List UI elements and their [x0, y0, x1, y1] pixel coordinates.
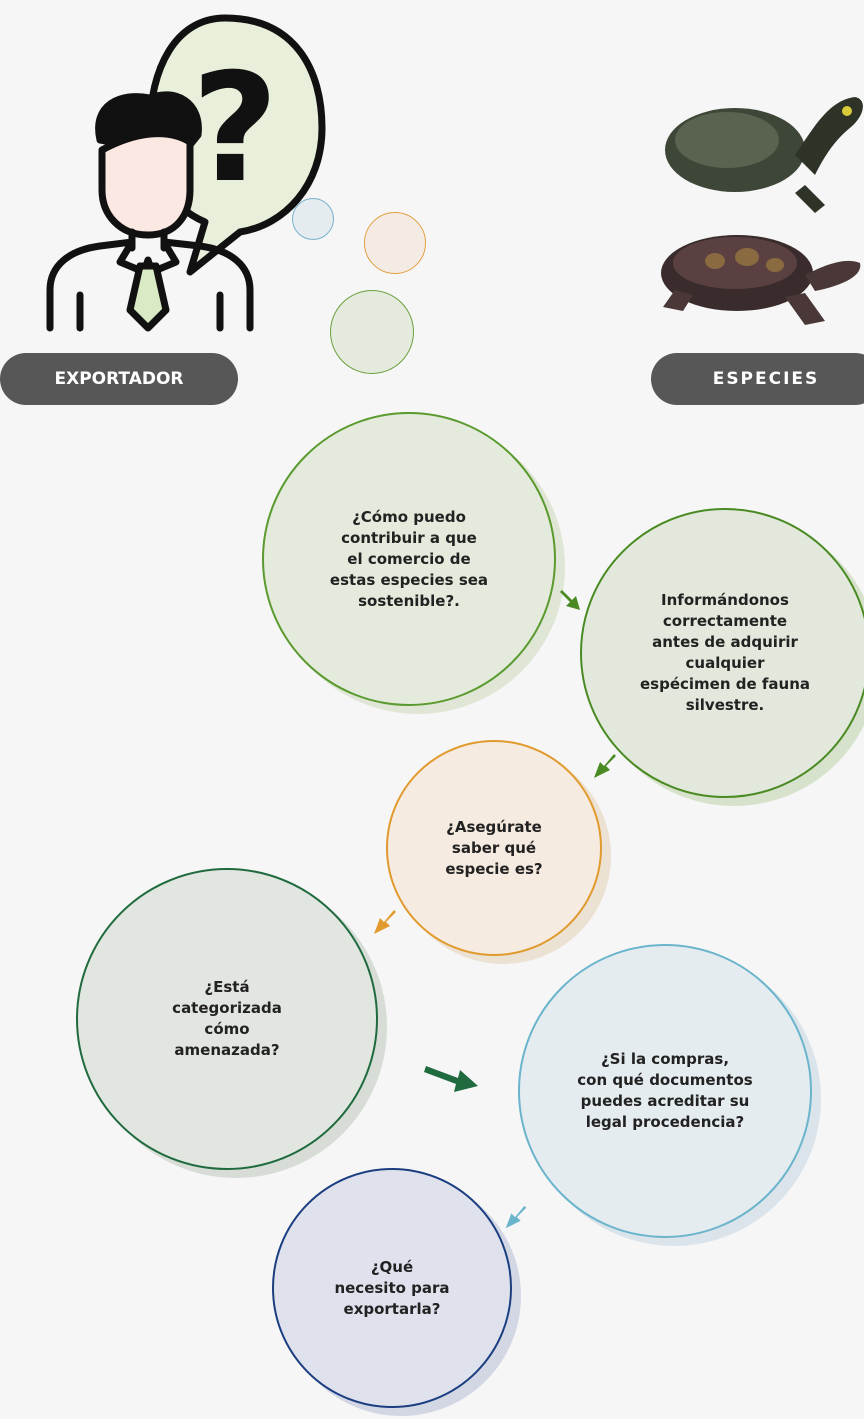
node-text: ¿Qué necesito para exportarla?	[334, 1257, 450, 1318]
arrow-right-icon	[424, 1066, 478, 1092]
node-text: ¿Cómo puedo contribuir a que el comercio…	[329, 507, 489, 610]
tortoise-icon	[661, 235, 861, 325]
turtles-illustration	[661, 97, 863, 325]
node-contribute-question: ¿Cómo puedo contribuir a que el comercio…	[262, 412, 565, 714]
node-export-question: ¿Qué necesito para exportarla?	[272, 1168, 521, 1416]
exportador-label: EXPORTADOR	[0, 353, 238, 405]
node-ring: ¿Si la compras, con qué documentos puede…	[518, 944, 812, 1238]
especies-label: ESPECIES	[651, 353, 864, 405]
small-orange-bubble	[364, 212, 426, 274]
small-green-bubble	[330, 290, 414, 374]
arrow-down-left-icon	[374, 910, 396, 934]
node-ring: Informándonos correctamente antes de adq…	[580, 508, 864, 798]
node-inform-answer: Informándonos correctamente antes de adq…	[580, 508, 864, 806]
node-documents-question: ¿Si la compras, con qué documentos puede…	[518, 944, 821, 1246]
node-threatened-question: ¿Está categorizada cómo amenazada?	[76, 868, 387, 1178]
exporter-illustration: ?	[46, 14, 326, 332]
node-ring: ¿Cómo puedo contribuir a que el comercio…	[262, 412, 556, 706]
question-mark-icon: ?	[191, 42, 278, 216]
node-text: ¿Asegúrate saber qué especie es?	[445, 817, 543, 878]
node-species-question: ¿Asegúrate saber qué especie es?	[386, 740, 611, 964]
node-text: Informándonos correctamente antes de adq…	[639, 591, 810, 714]
arrow-right-icon	[560, 590, 580, 610]
speech-bubble-icon: ?	[146, 14, 326, 276]
node-text: ¿Está categorizada cómo amenazada?	[172, 978, 282, 1059]
node-ring: ¿Qué necesito para exportarla?	[272, 1168, 512, 1408]
arrow-down-left-icon	[505, 1205, 527, 1229]
small-blue-bubble	[292, 198, 334, 240]
node-ring: ¿Asegúrate saber qué especie es?	[386, 740, 602, 956]
river-turtle-icon	[665, 97, 863, 213]
node-ring: ¿Está categorizada cómo amenazada?	[76, 868, 378, 1170]
exporter-person-icon	[46, 91, 254, 332]
node-text: ¿Si la compras, con qué documentos puede…	[577, 1050, 753, 1131]
arrow-down-left-icon	[594, 754, 616, 778]
